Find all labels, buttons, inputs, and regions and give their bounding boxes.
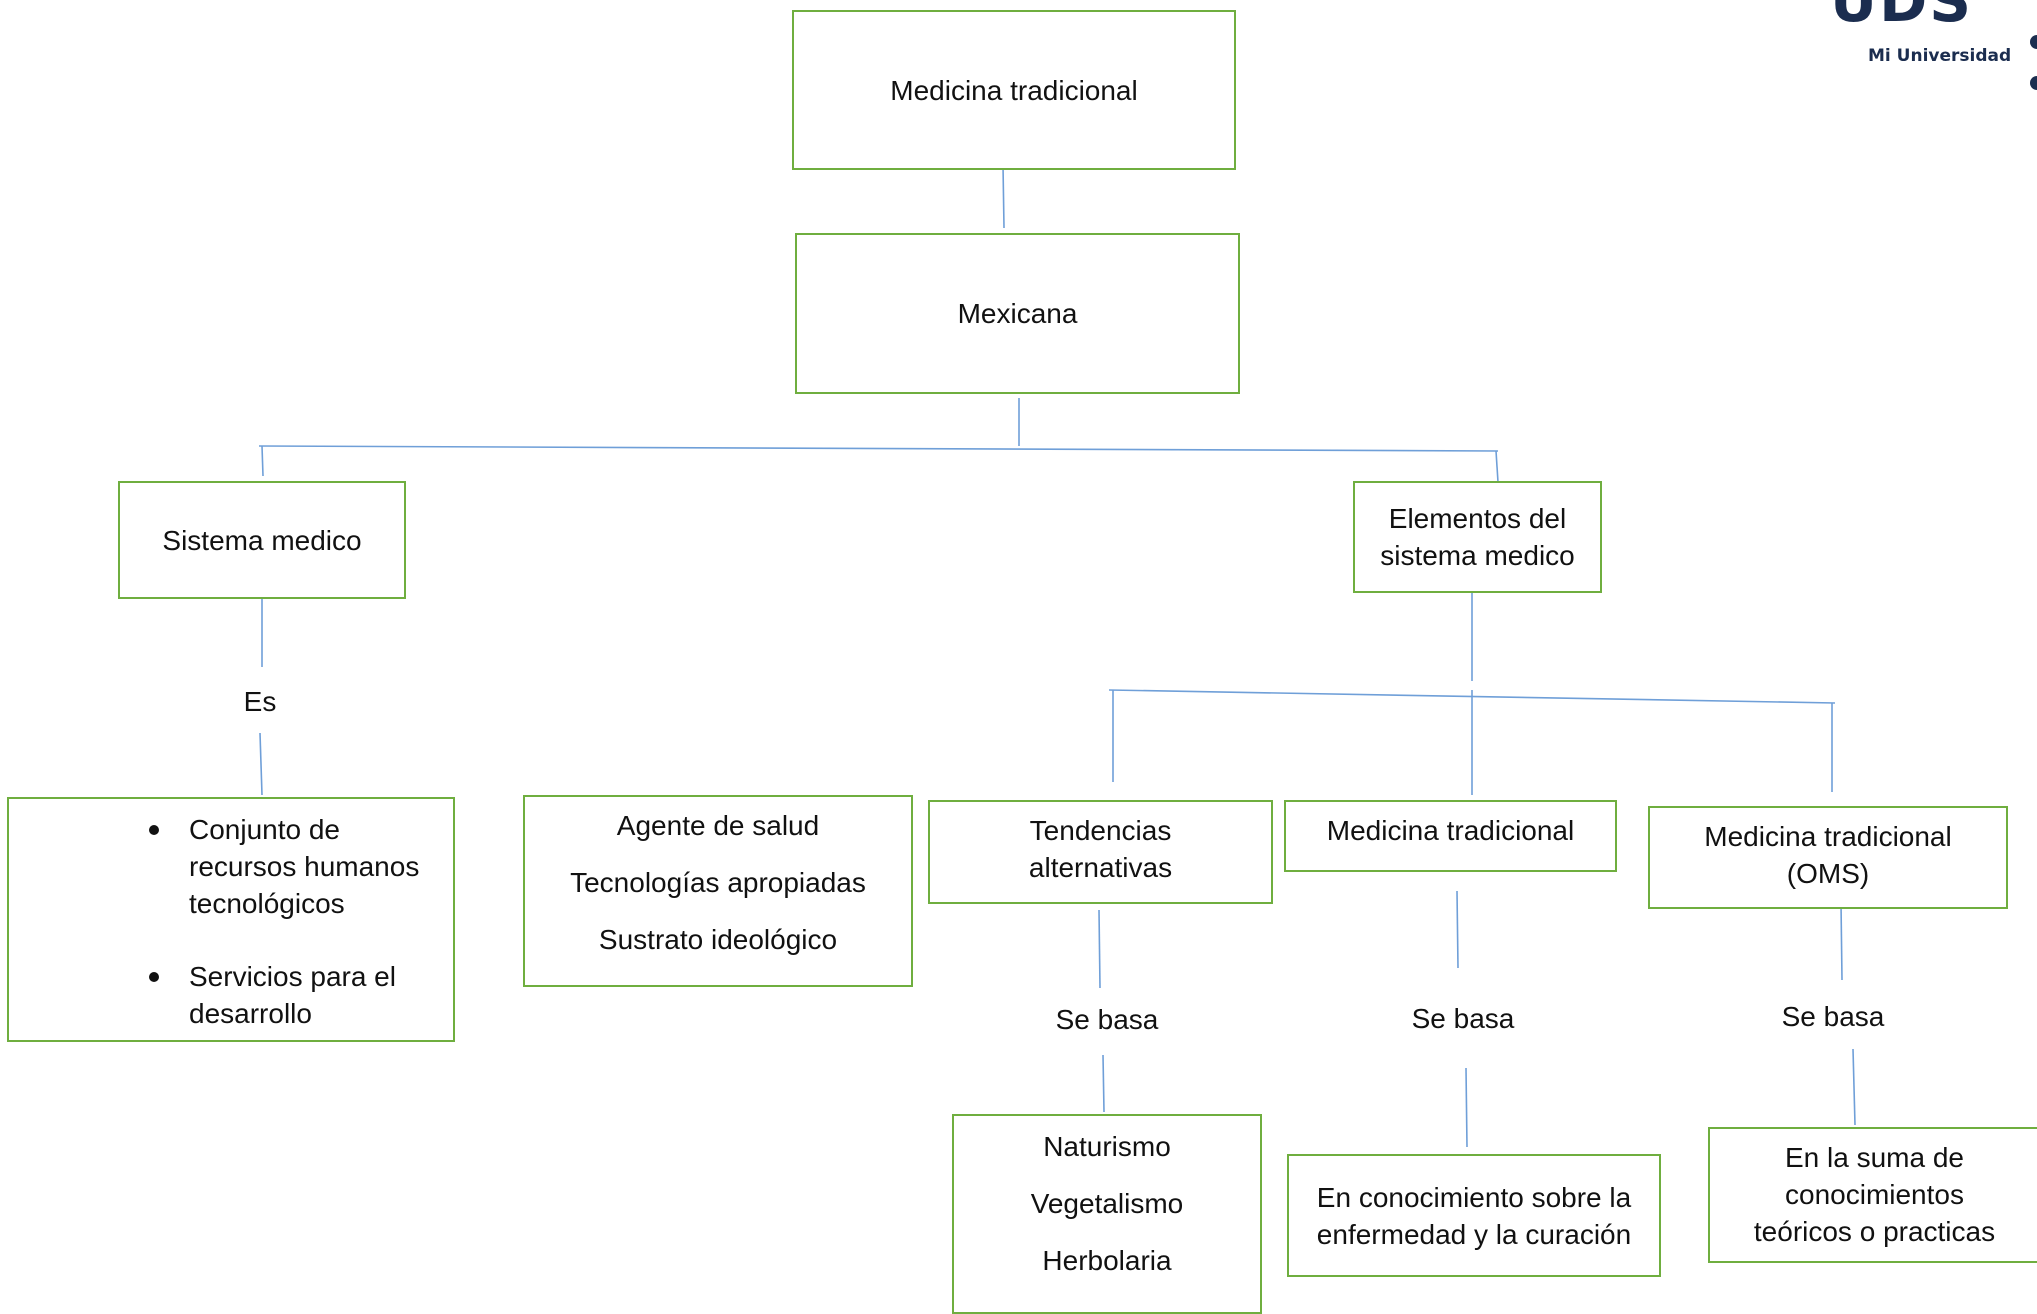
connector-label-se-basa: Se basa	[1763, 1000, 1903, 1034]
node-tendencias-alternativas: Tendencias alternativas	[928, 800, 1273, 904]
connector-line	[1852, 1048, 1856, 1126]
node-naturismo: Naturismo Vegetalismo Herbolaria	[952, 1114, 1262, 1314]
node-label-line: Agente de salud	[616, 810, 820, 841]
connector-line	[1456, 890, 1459, 969]
logo-mark: UDS	[1830, 0, 1974, 35]
logo-subtitle: Mi Universidad	[1868, 46, 2012, 66]
node-label-line: Tendencias	[1029, 815, 1172, 846]
logo-dot-icon	[2030, 35, 2037, 49]
node-label-line: conocimientos	[1785, 1179, 1964, 1210]
node-medicina-tradicional-oms: Medicina tradicional (OMS)	[1648, 806, 2008, 909]
node-label-line: En conocimiento sobre la	[1316, 1181, 1632, 1213]
bullet-item: Conjunto de recursos humanos tecnológico…	[9, 811, 453, 922]
node-label-line: Tecnologías apropiadas	[570, 867, 866, 898]
connector-line	[1840, 902, 1843, 981]
node-sistema-medico: Sistema medico	[118, 481, 406, 599]
bullet-line: Servicios para el	[189, 961, 396, 992]
node-conjunto-recursos: Conjunto de recursos humanos tecnológico…	[7, 797, 455, 1042]
node-label-line: Elementos del	[1388, 503, 1567, 534]
node-label-line: Naturismo	[1043, 1131, 1171, 1162]
node-label: Medicina tradicional	[1326, 815, 1575, 846]
node-label-line: Herbolaria	[1042, 1245, 1172, 1276]
label-text: Se basa	[1055, 1004, 1159, 1035]
connector-line	[261, 445, 264, 477]
node-conocimiento: En conocimiento sobre la enfermedad y la…	[1287, 1154, 1661, 1277]
node-elementos-sistema-medico: Elementos del sistema medico	[1353, 481, 1602, 593]
node-medicina-tradicional: Medicina tradicional	[1284, 800, 1617, 872]
node-label: Mexicana	[957, 298, 1078, 329]
node-medicina-tradicional-root: Medicina tradicional	[792, 10, 1236, 170]
node-label-line: alternativas	[1028, 852, 1173, 883]
connector-line	[259, 732, 263, 796]
node-label-line: (OMS)	[1786, 858, 1870, 889]
node-label-line: Vegetalismo	[1030, 1188, 1184, 1219]
node-label-line: teóricos o practicas	[1753, 1216, 1996, 1247]
bullet-list: Conjunto de recursos humanos tecnológico…	[9, 811, 453, 1032]
connector-label-se-basa: Se basa	[1037, 1003, 1177, 1037]
connector-line	[1002, 164, 1005, 229]
connector-line	[258, 445, 1499, 452]
node-label-line: sistema medico	[1380, 540, 1575, 571]
connector-line	[1108, 689, 1836, 704]
node-label: Medicina tradicional	[890, 74, 1138, 106]
node-label-line: En la suma de	[1785, 1142, 1964, 1173]
label-text: Se basa	[1411, 1003, 1515, 1034]
bullet-line: recursos humanos	[189, 851, 420, 882]
connector-line	[1495, 450, 1499, 483]
connector-label-es: Es	[200, 685, 320, 719]
bullet-item: Servicios para el desarrollo	[9, 958, 453, 1032]
node-label: Sistema medico	[162, 524, 362, 556]
bullet-line: tecnológicos	[189, 888, 345, 919]
bullet-line: desarrollo	[189, 998, 312, 1029]
label-text: Es	[243, 686, 277, 717]
uds-logo: UDS Mi Universidad	[1810, 0, 2037, 95]
connector-line	[1465, 1067, 1468, 1148]
connector-line	[1102, 1054, 1105, 1113]
node-label-line: Medicina tradicional	[1704, 821, 1952, 852]
node-mexicana: Mexicana	[795, 233, 1240, 394]
logo-dot-icon	[2030, 76, 2037, 90]
node-suma-conocimientos: En la suma de conocimientos teóricos o p…	[1708, 1127, 2037, 1263]
node-label-line: Sustrato ideológico	[598, 924, 838, 955]
bullet-line: Conjunto de	[189, 814, 341, 845]
node-agente-de-salud: Agente de salud Tecnologías apropiadas S…	[523, 795, 913, 987]
connector-label-se-basa: Se basa	[1393, 1002, 1533, 1036]
connector-line	[1098, 909, 1101, 989]
label-text: Se basa	[1781, 1001, 1885, 1032]
node-label-line: enfermedad y la curación	[1316, 1218, 1632, 1250]
